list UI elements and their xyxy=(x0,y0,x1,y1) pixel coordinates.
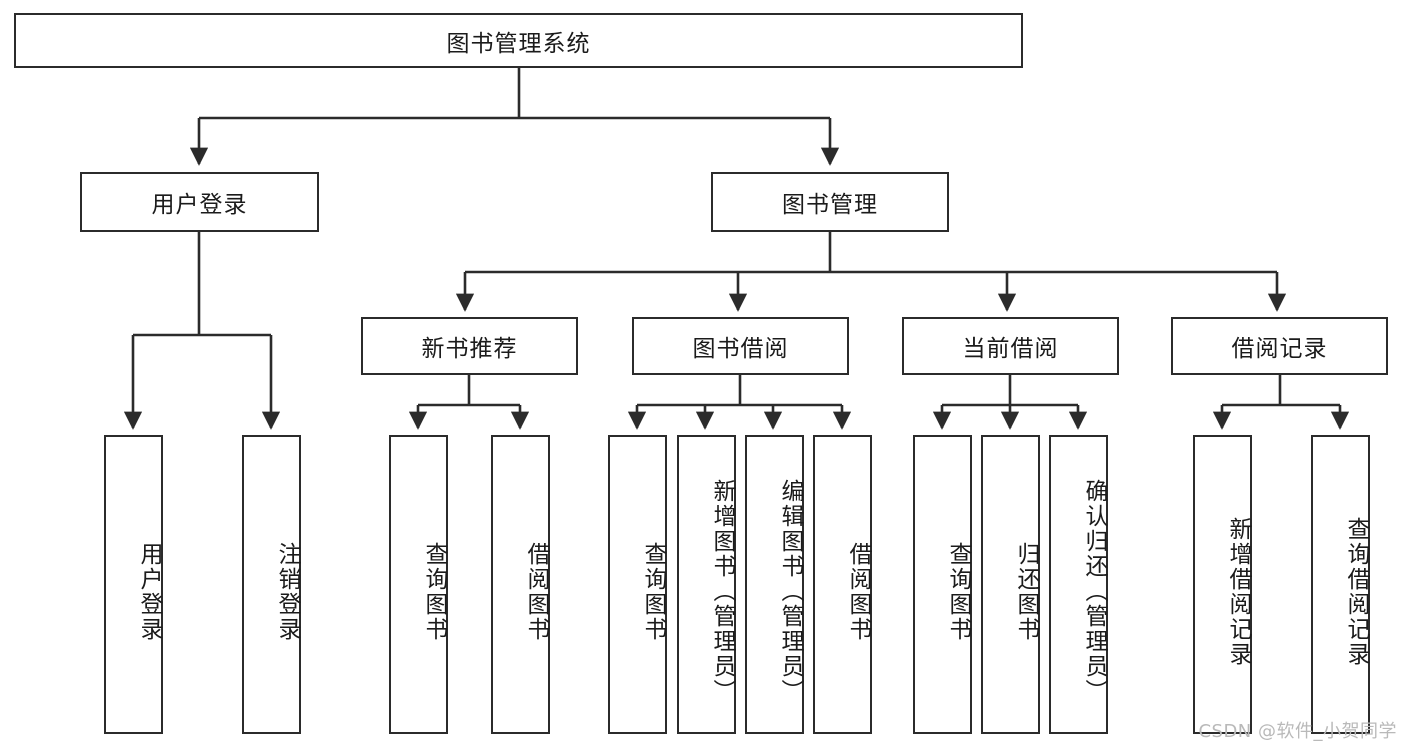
node-new-book-recommend-label: 新书推荐 xyxy=(421,336,518,362)
node-current-borrow[interactable]: 当前借阅 xyxy=(902,317,1119,375)
node-book-borrow-label: 图书借阅 xyxy=(692,336,789,362)
leaf-confirm-return-admin[interactable]: 确认归还（管理员） xyxy=(1049,435,1108,734)
node-user-login[interactable]: 用户登录 xyxy=(80,172,319,232)
leaf-edit-book-admin-label: 编辑图书（管理员） xyxy=(777,479,803,704)
leaf-query-book-borrow[interactable]: 查询图书 xyxy=(608,435,667,734)
leaf-user-login-label: 用户登录 xyxy=(136,541,162,642)
node-book-management-label: 图书管理 xyxy=(782,192,878,218)
leaf-edit-book-admin[interactable]: 编辑图书（管理员） xyxy=(745,435,804,734)
leaf-query-book-recommend[interactable]: 查询图书 xyxy=(389,435,448,734)
leaf-query-book-borrow-label: 查询图书 xyxy=(640,541,666,642)
node-new-book-recommend[interactable]: 新书推荐 xyxy=(361,317,578,375)
leaf-query-book-current[interactable]: 查询图书 xyxy=(913,435,972,734)
leaf-return-book[interactable]: 归还图书 xyxy=(981,435,1040,734)
leaf-borrow-book-label: 借阅图书 xyxy=(845,541,871,642)
leaf-return-book-label: 归还图书 xyxy=(1013,541,1039,642)
leaf-query-book-current-label: 查询图书 xyxy=(945,541,971,642)
node-book-management[interactable]: 图书管理 xyxy=(711,172,949,232)
leaf-logout[interactable]: 注销登录 xyxy=(242,435,301,734)
leaf-query-book-recommend-label: 查询图书 xyxy=(421,541,447,642)
node-root-label: 图书管理系统 xyxy=(446,30,591,57)
node-current-borrow-label: 当前借阅 xyxy=(962,336,1059,362)
leaf-add-borrow-record-label: 新增借阅记录 xyxy=(1225,516,1251,667)
leaf-add-borrow-record[interactable]: 新增借阅记录 xyxy=(1193,435,1252,734)
leaf-borrow-book-recommend[interactable]: 借阅图书 xyxy=(491,435,550,734)
node-borrow-record-label: 借阅记录 xyxy=(1231,336,1328,362)
leaf-add-book-admin[interactable]: 新增图书（管理员） xyxy=(677,435,736,734)
leaf-confirm-return-admin-label: 确认归还（管理员） xyxy=(1081,479,1107,704)
leaf-query-borrow-record[interactable]: 查询借阅记录 xyxy=(1311,435,1370,734)
leaf-borrow-book[interactable]: 借阅图书 xyxy=(813,435,872,734)
leaf-user-login[interactable]: 用户登录 xyxy=(104,435,163,734)
node-root[interactable]: 图书管理系统 xyxy=(14,13,1023,68)
leaf-logout-label: 注销登录 xyxy=(274,541,300,642)
leaf-add-book-admin-label: 新增图书（管理员） xyxy=(709,479,735,704)
leaf-query-borrow-record-label: 查询借阅记录 xyxy=(1343,516,1369,667)
leaf-borrow-book-recommend-label: 借阅图书 xyxy=(523,541,549,642)
node-user-login-label: 用户登录 xyxy=(151,192,248,218)
node-borrow-record[interactable]: 借阅记录 xyxy=(1171,317,1388,375)
node-book-borrow[interactable]: 图书借阅 xyxy=(632,317,849,375)
